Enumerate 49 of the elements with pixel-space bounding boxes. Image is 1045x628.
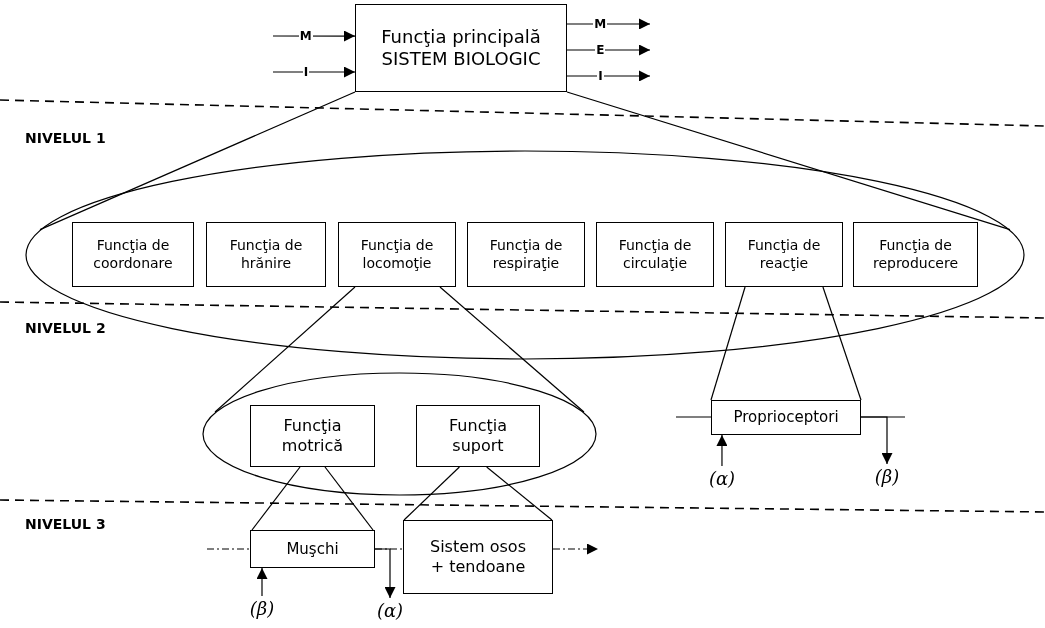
- function-box: Funcţia suport: [416, 405, 540, 467]
- function-box: Funcţia principală SISTEM BIOLOGIC: [355, 4, 567, 92]
- connector-line: [486, 466, 553, 521]
- function-box: Muşchi: [250, 530, 375, 568]
- connector-line: [675, 416, 712, 418]
- arrow: [272, 66, 356, 78]
- level-label: NIVELUL 3: [25, 516, 106, 532]
- level-label: NIVELUL 2: [25, 320, 106, 336]
- function-box: Funcţia de reproducere: [853, 222, 978, 287]
- connector-line: [822, 286, 862, 401]
- function-box: Funcţia de respiraţie: [467, 222, 585, 287]
- group-ellipse: [25, 150, 1025, 360]
- function-box: Funcţia de circulaţie: [596, 222, 714, 287]
- edge-label: E: [595, 43, 606, 57]
- connector-line: [710, 286, 746, 401]
- signal-label: (α): [373, 598, 407, 624]
- arrow: [566, 70, 651, 82]
- connector-line: [214, 286, 356, 413]
- dash-dot-arrow: [552, 543, 599, 555]
- signal-label: (β): [245, 596, 279, 622]
- level-label: NIVELUL 1: [25, 130, 106, 146]
- arrow: [566, 18, 651, 30]
- arrow: [374, 548, 396, 599]
- function-box: Funcţia motrică: [250, 405, 375, 467]
- arrow: [716, 434, 728, 467]
- function-box: Funcţia de locomoţie: [338, 222, 456, 287]
- function-box: Funcţia de reacţie: [725, 222, 843, 287]
- connector-line: [403, 466, 460, 521]
- arrow: [860, 416, 893, 465]
- connector-line: [566, 91, 1011, 231]
- group-ellipse: [202, 372, 597, 496]
- dash-dot-line: [206, 548, 251, 550]
- signal-label: (β): [870, 464, 904, 490]
- arrow: [566, 44, 651, 56]
- edge-label: I: [597, 69, 604, 83]
- function-box: Funcţia de coordonare: [72, 222, 194, 287]
- connector-line: [251, 466, 301, 531]
- arrow: [272, 30, 356, 42]
- arrow: [256, 567, 268, 597]
- box-text: Sistem osos + tendoane: [429, 537, 527, 577]
- connector-line: [324, 466, 374, 531]
- connector-line: [439, 286, 585, 413]
- function-box: Funcţia de hrănire: [206, 222, 326, 287]
- function-box: [403, 520, 553, 594]
- edge-label: I: [302, 65, 310, 79]
- edge-label: M: [593, 17, 608, 31]
- signal-label: (α): [705, 466, 739, 492]
- function-box: Proprioceptori: [711, 400, 861, 435]
- edge-label: M: [298, 29, 313, 43]
